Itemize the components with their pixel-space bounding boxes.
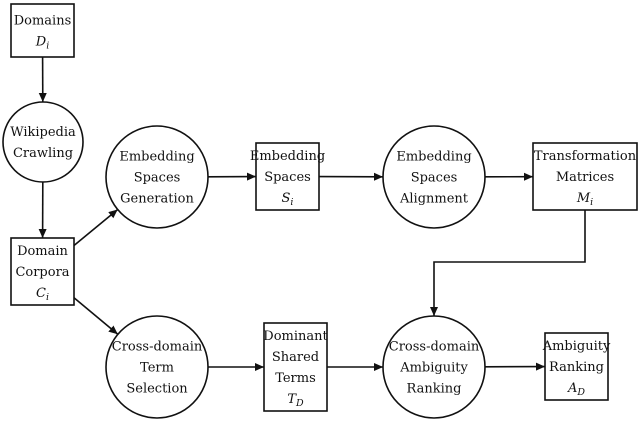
node-symbol-main: C [36, 286, 46, 301]
node-label-line: Dominant [263, 329, 328, 344]
node-shape [532, 142, 638, 211]
node-label-line: Embedding [119, 150, 194, 165]
edge-transform-to-amb-rank [430, 210, 586, 316]
node-label-line: Alignment [399, 192, 469, 207]
node-label-line: Ranking [549, 360, 604, 375]
node-label-line: Embedding [250, 149, 325, 164]
node-symbol: Si [282, 191, 294, 208]
node-shape [263, 322, 328, 412]
node-label-line: Cross-domain [389, 340, 480, 355]
node-label-line: Terms [275, 371, 316, 386]
node-symbol-subscript: D [576, 387, 585, 398]
edges [38, 56, 586, 371]
node-label-line: Crawling [13, 146, 73, 161]
node-symbol: TD [287, 392, 304, 409]
node-symbol-subscript: D [295, 398, 304, 409]
node-symbol: Ci [36, 286, 49, 303]
node-shape [382, 125, 486, 229]
node-label-line: Domain [17, 244, 68, 259]
nodes: DomainsDiWikipediaCrawlingDomainCorporaC… [2, 3, 638, 419]
node-symbol-subscript: i [46, 41, 49, 52]
node-shape [10, 237, 75, 306]
node-label-line: Domains [14, 14, 72, 29]
node-symbol: AD [567, 381, 585, 398]
node-symbol-main: T [287, 392, 297, 407]
node-shape [105, 125, 209, 229]
edge-corpora-to-emb-gen [73, 208, 119, 247]
node-label-line: Selection [126, 382, 188, 397]
node-label-line: Spaces [411, 171, 458, 186]
node-label-line: Spaces [134, 171, 181, 186]
node-label-line: Spaces [264, 170, 311, 185]
node-symbol: Di [35, 35, 49, 52]
node-shape [255, 142, 320, 211]
node-shape [10, 3, 75, 58]
node-label-line: Ambiguity [542, 339, 611, 354]
node-symbol-main: S [282, 191, 291, 206]
node-label-line: Shared [272, 350, 319, 365]
node-label-line: Ambiguity [399, 361, 468, 376]
node-symbol-subscript: i [290, 197, 293, 208]
node-label-line: Cross-domain [112, 340, 203, 355]
node-symbol-main: M [576, 191, 591, 206]
node-label-line: Matrices [556, 170, 614, 185]
node-symbol-subscript: i [46, 292, 49, 303]
node-shape [2, 101, 84, 183]
node-shape [382, 315, 486, 419]
node-label-line: Ranking [407, 382, 462, 397]
node-symbol-main: D [35, 35, 47, 50]
node-symbol: Mi [576, 191, 593, 208]
node-label-line: Embedding [396, 150, 471, 165]
node-shape [544, 332, 609, 401]
node-label-line: Transformation [534, 149, 637, 164]
node-label-line: Term [140, 361, 174, 376]
node-symbol-main: A [567, 381, 577, 396]
edge-corpora-to-term-sel [73, 297, 119, 335]
node-label-line: Corpora [15, 265, 69, 280]
node-label-line: Generation [120, 192, 194, 207]
node-label-line: Wikipedia [10, 125, 76, 140]
node-shape [105, 315, 209, 419]
node-symbol-subscript: i [590, 197, 593, 208]
